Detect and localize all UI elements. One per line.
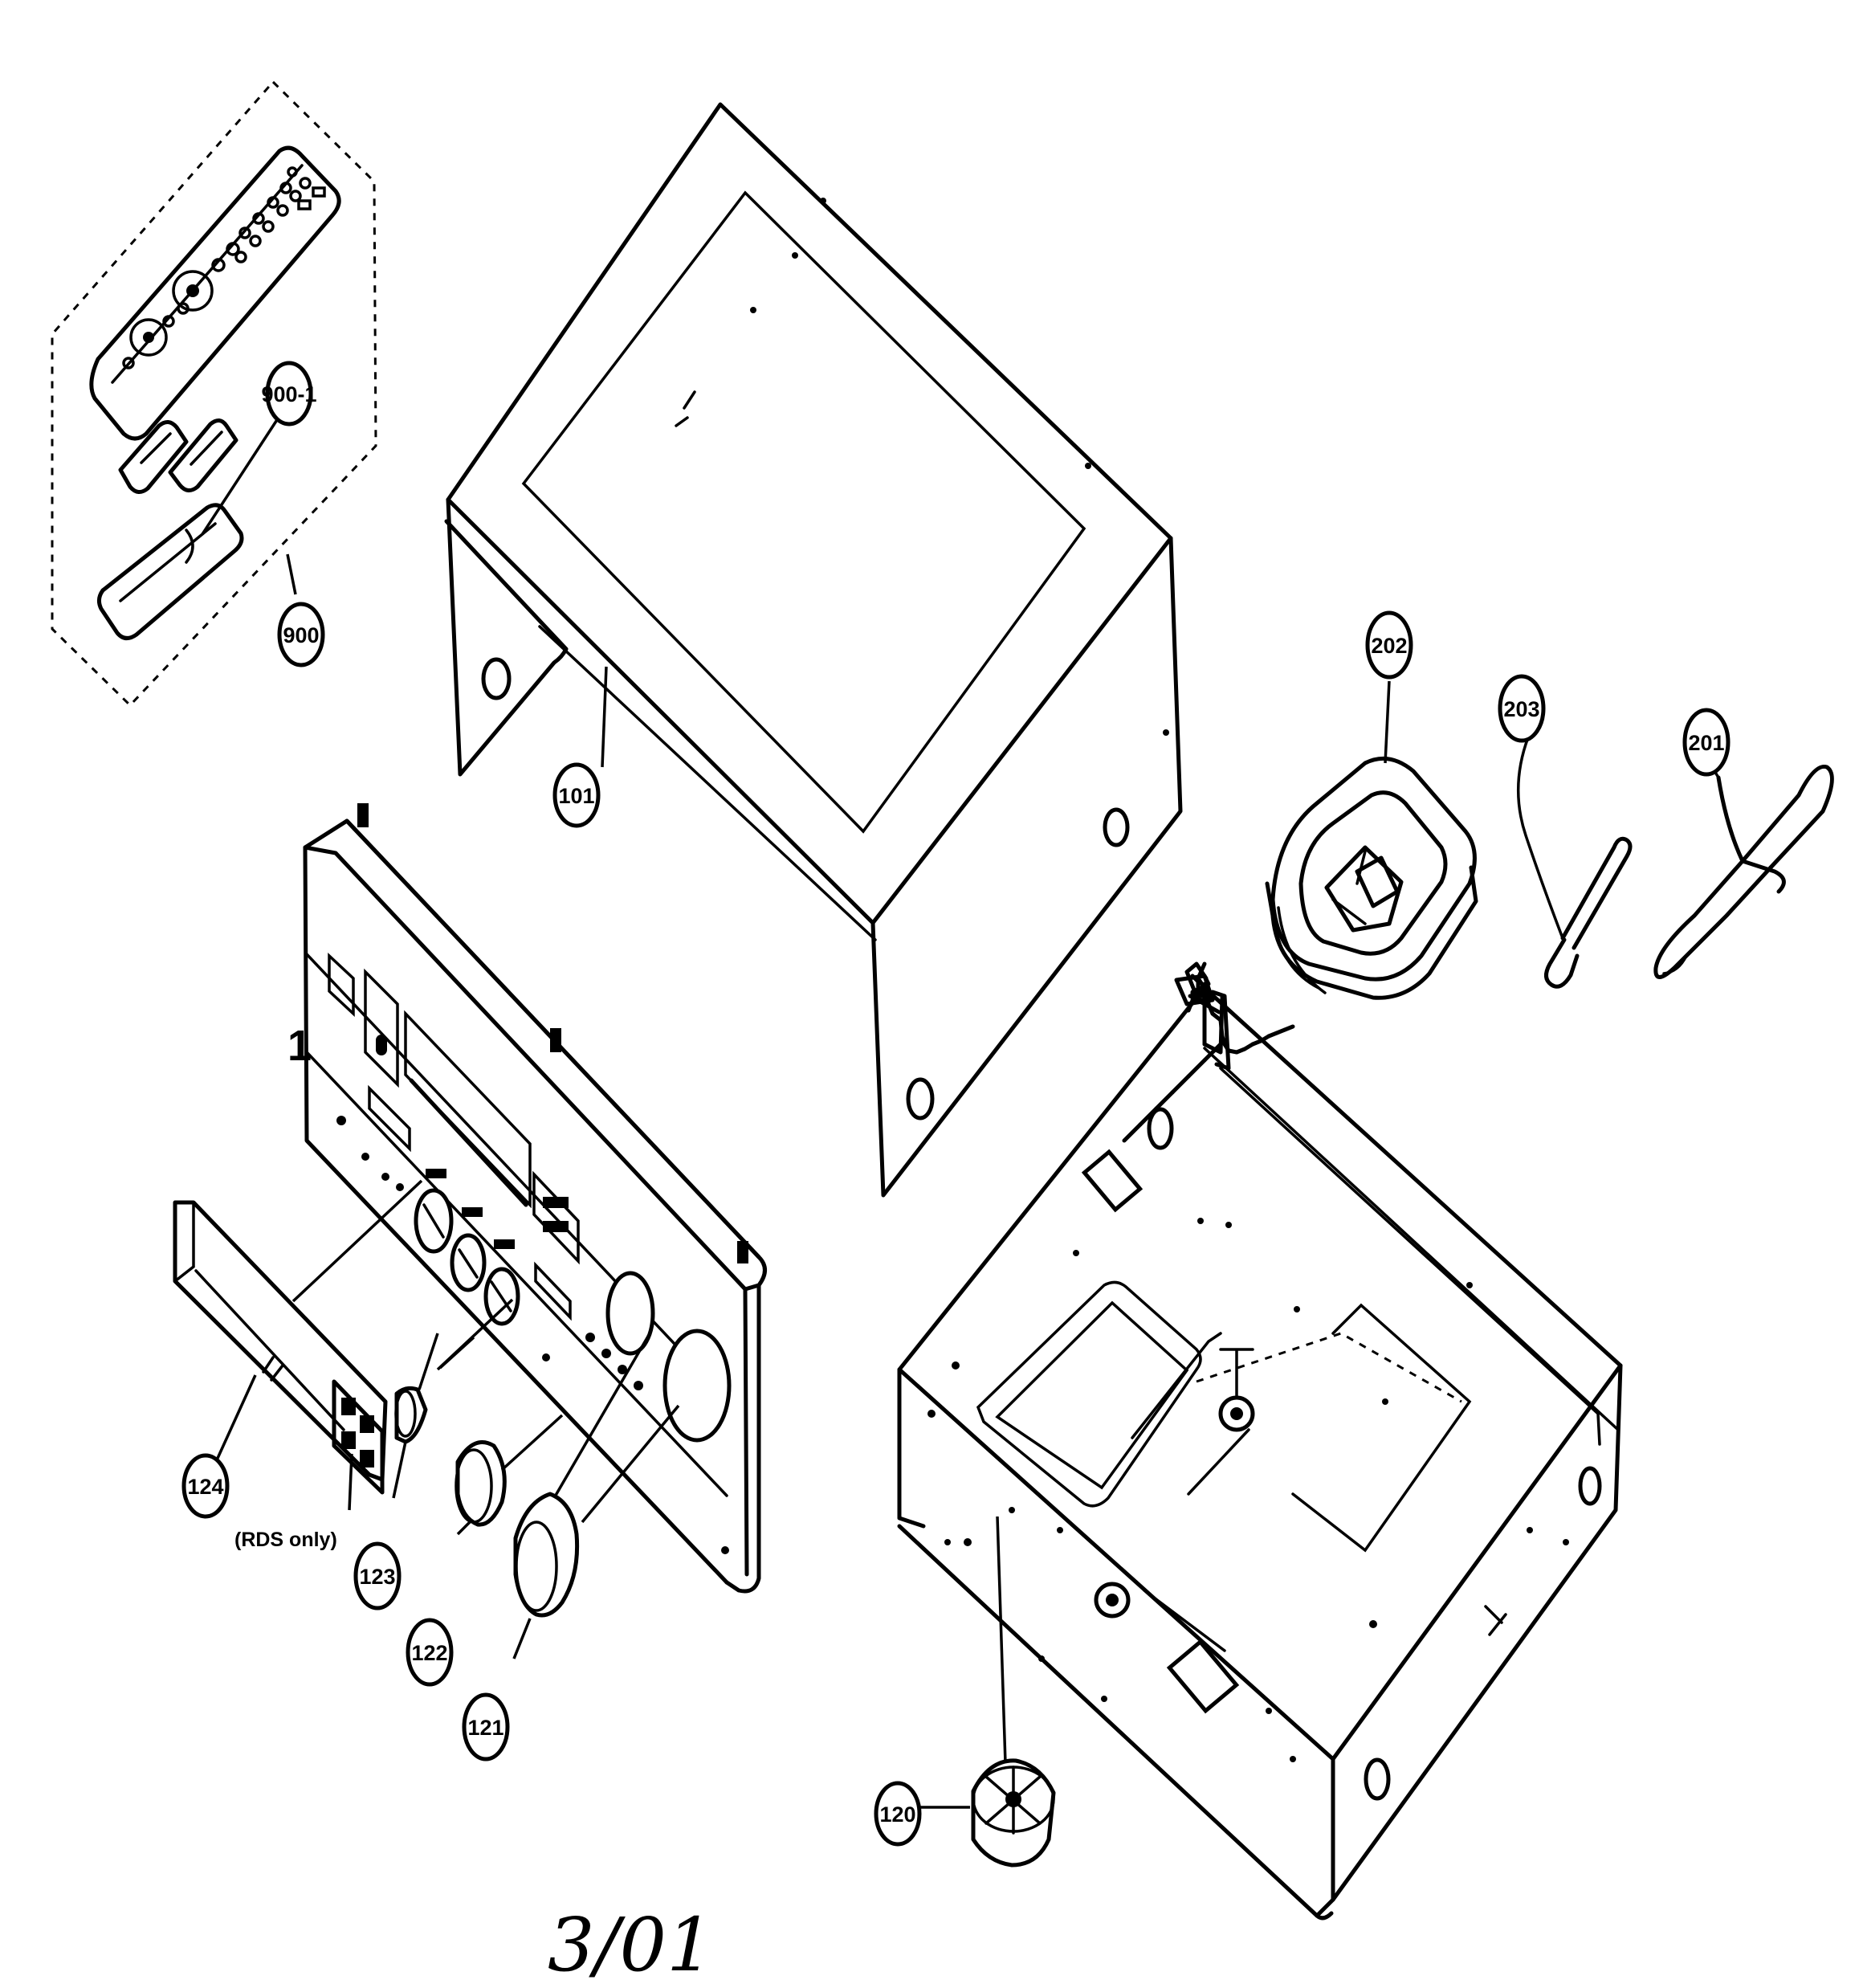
fm-wire-antenna: 203 [1498,674,1633,989]
svg-text:122: 122 [411,1641,447,1665]
callout-203: 203 [1498,674,1546,743]
svg-text:121: 121 [467,1716,503,1740]
svg-text:120: 120 [879,1802,915,1827]
callout-900-1: 900-1 [261,361,317,427]
knob-icon [394,1386,428,1444]
callout-122: 122 [406,1618,454,1687]
front-sheet: 124 (RDS only) [173,1179,423,1551]
callout-124: 124 [181,1453,230,1519]
knobs: 123 122 121 [353,1298,680,1761]
cord-icon [1517,736,1633,989]
svg-text:201: 201 [1688,731,1724,755]
remote-control-icon [89,145,341,441]
loop-antenna-icon [1265,756,1478,1000]
foot-icon [971,1758,1056,1868]
knob-medium-icon [455,1440,507,1527]
front-panel-assembly: 1 [287,803,767,1594]
power-cord-icon [1653,764,1834,979]
callout-120: 120 [874,1781,922,1847]
battery-cover-icon [96,503,244,640]
callout-123: 123 [353,1541,402,1610]
foot: 120 [874,1516,1056,1868]
callout-101: 101 [552,762,601,828]
callout-121: 121 [462,1692,510,1761]
knob-large-icon [513,1492,580,1618]
top-cover: 101 [444,102,1183,1198]
svg-text:124: 124 [187,1475,223,1499]
revision-date: 3/01 [548,1902,714,1988]
svg-text:900: 900 [283,623,319,647]
loop-antenna: 202 [1265,610,1478,1000]
power-cord: 201 [1653,708,1834,979]
svg-text:203: 203 [1503,697,1539,721]
remote-control-group: 900-1 900 [51,80,377,708]
rds-only-note: (RDS only) [234,1529,337,1551]
svg-text:101: 101 [558,784,594,808]
battery-icon [118,418,238,494]
svg-text:123: 123 [359,1565,395,1589]
callout-900: 900 [277,602,325,667]
callout-201: 201 [1682,708,1731,777]
callout-202: 202 [1365,610,1413,680]
svg-text:900-1: 900-1 [261,382,316,406]
svg-text:202: 202 [1371,634,1407,658]
chassis [897,961,1623,1921]
